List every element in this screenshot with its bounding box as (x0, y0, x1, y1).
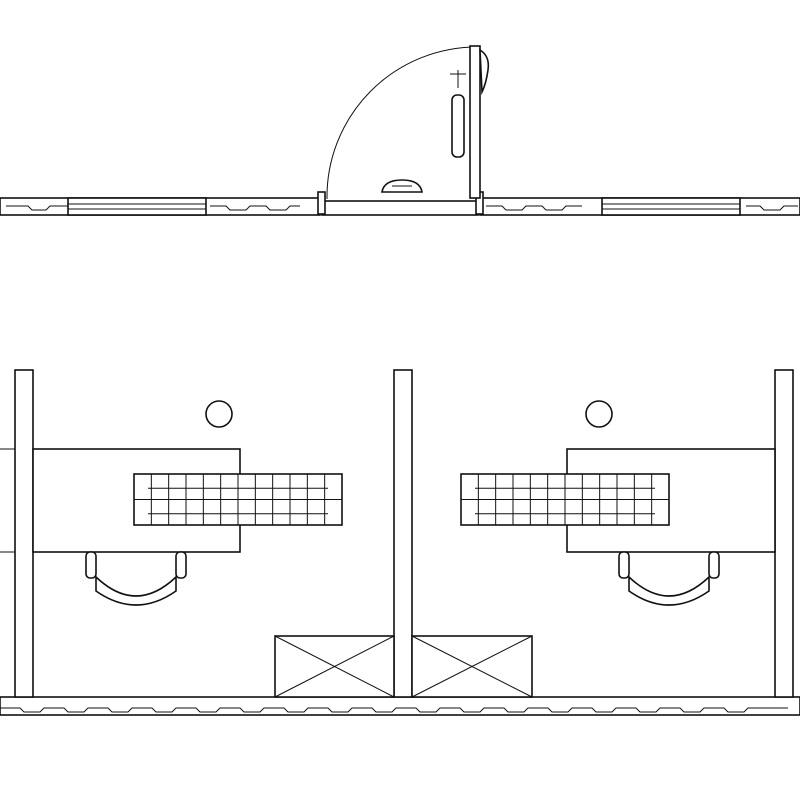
window-left (67, 197, 207, 216)
partition-center (393, 369, 413, 698)
entry-door (326, 45, 490, 200)
top-wall (0, 191, 800, 216)
bottom-wall (0, 696, 800, 716)
lamp-right-icon (585, 400, 613, 428)
workstation-left (0, 400, 343, 606)
cabinet-left (274, 635, 395, 698)
door-leaf (469, 45, 481, 199)
keyboard-left-icon (133, 473, 343, 526)
partition-left (14, 369, 34, 698)
chair-right-icon (618, 551, 720, 606)
door-threshold (321, 200, 479, 216)
workstation-right (460, 400, 776, 606)
door-jamb-left (317, 191, 326, 215)
lamp-left-icon (205, 400, 233, 428)
door-hinge (479, 48, 490, 96)
keyboard-right-icon (460, 473, 670, 526)
cabinet-right (411, 635, 533, 698)
partition-right (774, 369, 794, 698)
chair-left-icon (85, 551, 187, 606)
window-right (601, 197, 741, 216)
door-handle-icon (451, 94, 465, 158)
